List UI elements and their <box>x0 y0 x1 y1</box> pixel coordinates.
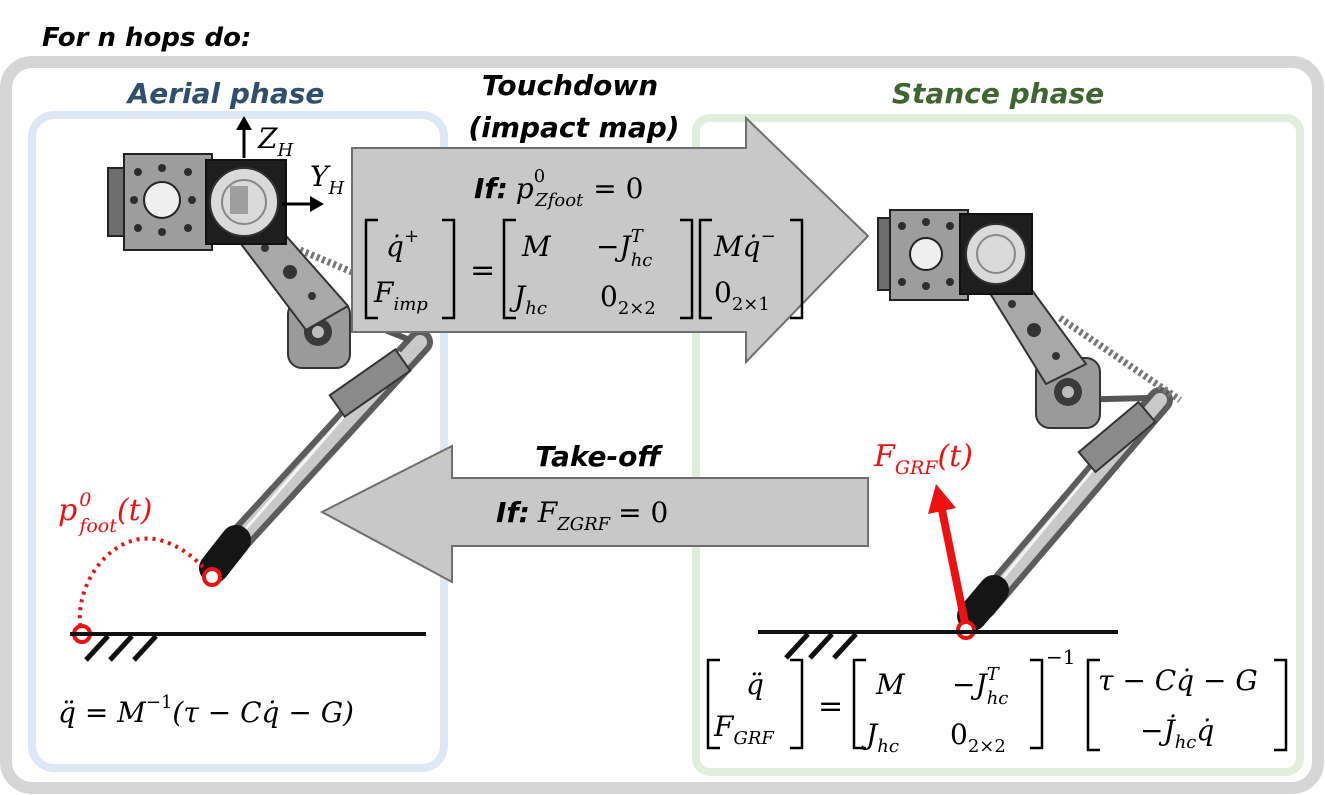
impact-lhs-top: q̇+ <box>386 226 419 263</box>
stance-m22: 02×2 <box>950 718 1006 757</box>
touchdown-subtitle: (impact map) <box>468 111 679 144</box>
takeoff-condition: If:FZGRF= 0 <box>496 496 668 535</box>
grf-arrow-head <box>928 484 956 514</box>
impact-equals: = <box>470 253 495 288</box>
outer-frame <box>0 56 1324 794</box>
stance-lhs-bottom: FGRF <box>713 710 775 749</box>
touchdown-arrow <box>351 115 870 365</box>
impact-m21: Jhc <box>509 280 547 319</box>
impact-v1: Mq̇− <box>713 226 776 263</box>
aerial-robot-hip <box>107 153 287 251</box>
takeoff-title: Take-off <box>535 440 663 473</box>
aerial-robot-foot <box>199 525 251 583</box>
foot-trajectory <box>77 536 214 635</box>
touchdown-title: Touchdown <box>482 69 658 102</box>
heading: For n hops do: <box>42 23 251 53</box>
stance-ground-hatch <box>784 632 858 660</box>
grf-label: FGRF(t) <box>873 439 973 479</box>
stance-robot-illustration <box>877 209 1182 631</box>
axis-y-label: YH <box>310 160 344 199</box>
grf-arrow-shaft <box>938 509 970 629</box>
aerial-robot-illustration <box>107 153 433 583</box>
foot-end-marker <box>202 567 222 587</box>
stance-v2: −J̇hcq̇ <box>1140 714 1214 753</box>
impact-m11: M <box>521 230 552 263</box>
stance-robot-thigh <box>986 280 1088 386</box>
impact-m22: 02×2 <box>600 280 656 319</box>
stance-m21: Jhc <box>861 718 899 757</box>
takeoff-arrow <box>319 444 869 584</box>
stance-panel <box>692 114 1304 776</box>
stance-title: Stance phase <box>892 77 1104 110</box>
aerial-ground-hatch <box>84 634 158 662</box>
stance-robot-hip <box>877 209 1033 301</box>
aerial-title: Aerial phase <box>126 77 325 110</box>
stance-m11: M <box>875 668 906 701</box>
stance-equals: = <box>818 689 843 724</box>
impact-v2: 02×1 <box>714 276 770 315</box>
stance-v1: τ − Cq̇ − G <box>1098 664 1258 697</box>
aerial-panel <box>28 111 448 772</box>
stance-robot-foot <box>957 575 1009 631</box>
axis-z-label: ZH <box>257 122 293 161</box>
aerial-dynamics-equation: q̈ = M−1(τ − Cq̇ − G) <box>58 692 354 729</box>
stance-inverse-exponent: −1 <box>1046 645 1075 669</box>
stance-lhs-top: q̈ <box>746 668 764 701</box>
impact-lhs-bottom: Fimp <box>373 276 428 315</box>
hip-axes <box>236 116 324 212</box>
